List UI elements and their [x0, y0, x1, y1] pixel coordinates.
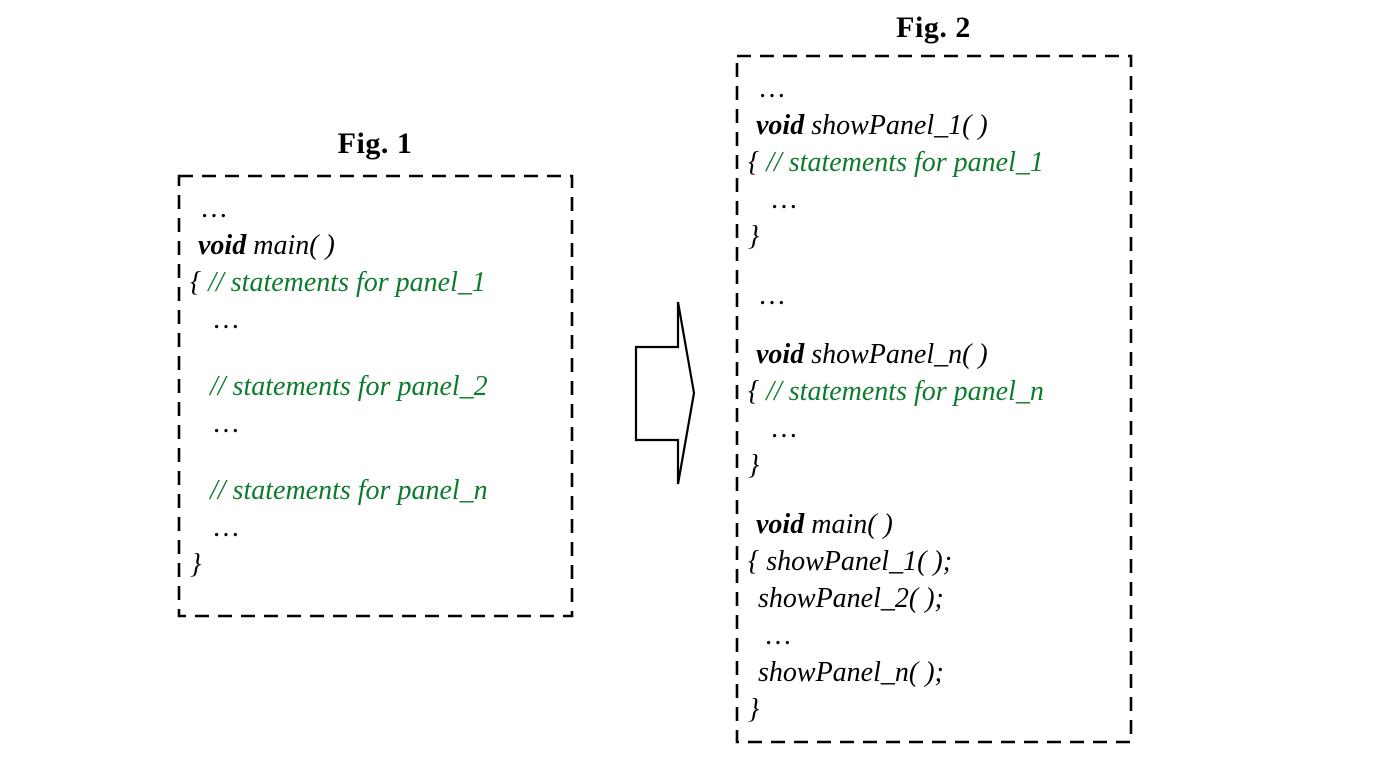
code-line: { // statements for panel_1 — [178, 264, 572, 301]
blank-line — [178, 442, 572, 472]
code-token: } — [748, 450, 760, 481]
code-line: } — [736, 691, 1131, 728]
comment-token: // statements for panel_1 — [766, 147, 1044, 178]
figure1-box — [177, 174, 574, 618]
blank-line — [736, 484, 1131, 506]
code-line: … — [736, 617, 1131, 654]
code-line: showPanel_n( ); — [736, 654, 1131, 691]
code-token: … — [772, 413, 797, 444]
code-token: { — [748, 147, 767, 178]
code-token: } — [748, 694, 760, 725]
code-token: showPanel_n( ); — [758, 657, 944, 688]
comment-token: // statements for panel_2 — [210, 371, 488, 402]
code-line: void showPanel_n( ) — [736, 336, 1131, 373]
code-line: } — [736, 447, 1131, 484]
code-line: void main( ) — [178, 227, 572, 264]
blank-line — [736, 255, 1131, 277]
code-line: showPanel_2( ); — [736, 580, 1131, 617]
code-token: … — [214, 304, 239, 335]
comment-token: // statements for panel_n — [210, 475, 488, 506]
code-token: main( ) — [804, 509, 893, 540]
code-line: } — [178, 546, 572, 583]
code-line: … — [736, 181, 1131, 218]
code-token: showPanel_1( ) — [804, 110, 988, 141]
code-token: showPanel_2( ); — [758, 583, 944, 614]
figure2-title: Fig. 2 — [896, 11, 971, 44]
code-token: { — [190, 267, 209, 298]
comment-token: // statements for panel_1 — [208, 267, 486, 298]
blank-line — [178, 338, 572, 368]
code-line: // statements for panel_2 — [178, 368, 572, 405]
code-line: // statements for panel_n — [178, 472, 572, 509]
blank-line — [736, 314, 1131, 336]
code-token: { showPanel_1( ); — [748, 546, 953, 577]
code-token: … — [760, 73, 785, 104]
code-line: void showPanel_1( ) — [736, 107, 1131, 144]
code-line: { showPanel_1( ); — [736, 543, 1131, 580]
comment-token: // statements for panel_n — [766, 376, 1044, 407]
code-line: { // statements for panel_n — [736, 373, 1131, 410]
code-token: main( ) — [246, 230, 335, 261]
code-token: … — [214, 408, 239, 439]
code-line: … — [178, 405, 572, 442]
code-token: … — [772, 184, 797, 215]
transformation-right-arrow-icon — [634, 301, 696, 485]
code-line: … — [178, 509, 572, 546]
code-line: { // statements for panel_1 — [736, 144, 1131, 181]
figure2-box — [735, 54, 1133, 744]
figure1-code-block: …void main( ){ // statements for panel_1… — [178, 190, 572, 583]
code-line: … — [178, 190, 572, 227]
code-line: … — [736, 410, 1131, 447]
code-line: … — [736, 70, 1131, 107]
code-token: … — [202, 193, 227, 224]
keyword-token: void — [198, 230, 247, 261]
code-token: showPanel_n( ) — [804, 339, 988, 370]
keyword-token: void — [756, 339, 805, 370]
code-token: … — [760, 280, 785, 311]
keyword-token: void — [756, 509, 805, 540]
code-token: } — [748, 221, 760, 252]
code-token: { — [748, 376, 767, 407]
code-token: … — [766, 620, 791, 651]
code-line: … — [736, 277, 1131, 314]
code-line: … — [178, 301, 572, 338]
figure2-code-block: …void showPanel_1( ){ // statements for … — [736, 70, 1131, 728]
code-token: } — [190, 549, 202, 580]
code-token: … — [214, 512, 239, 543]
code-line: } — [736, 218, 1131, 255]
keyword-token: void — [756, 110, 805, 141]
code-line: void main( ) — [736, 506, 1131, 543]
figure1-title: Fig. 1 — [337, 127, 413, 160]
